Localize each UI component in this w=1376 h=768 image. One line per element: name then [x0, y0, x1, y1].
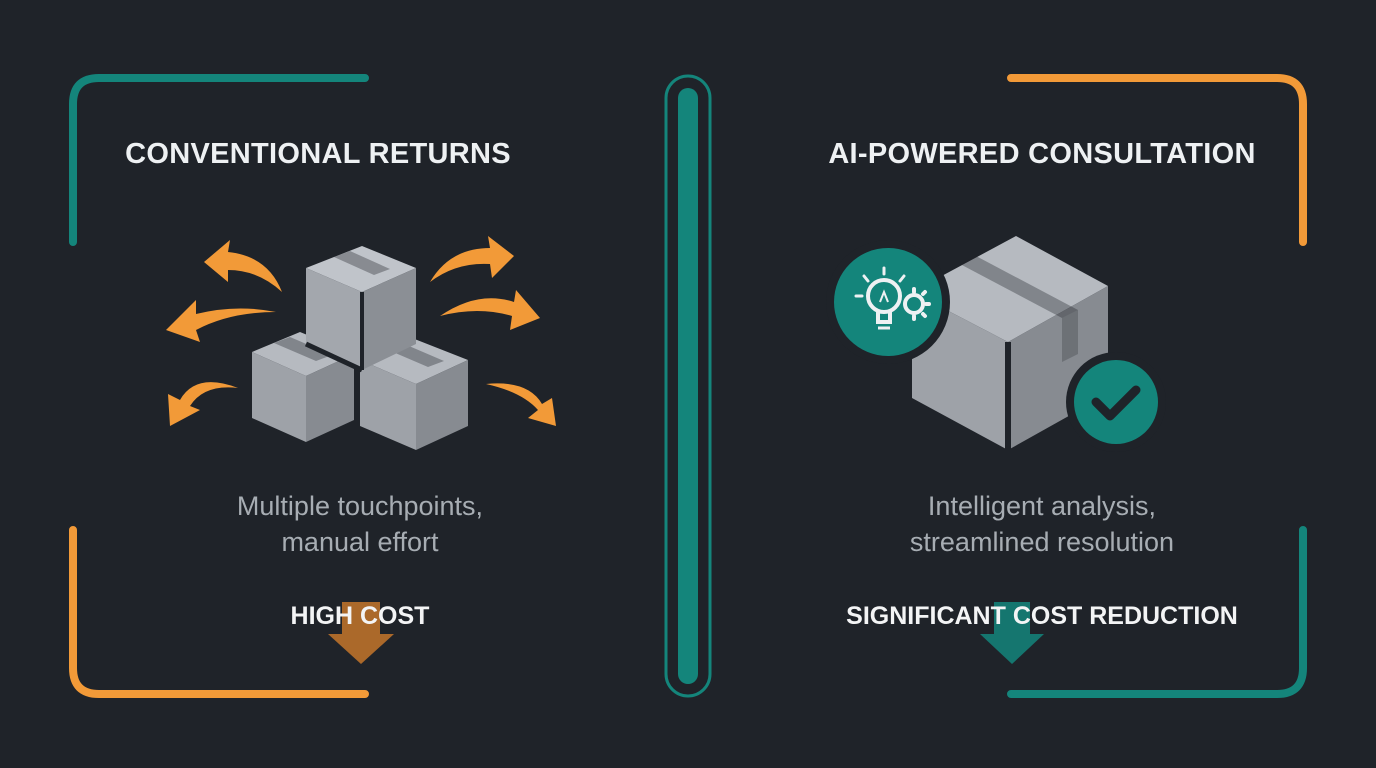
right-description-line-1: Intelligent analysis,: [927, 491, 1157, 521]
lightbulb-gear-icon: [826, 240, 950, 364]
left-top-bracket: [69, 74, 369, 246]
left-bottom-bracket: [69, 526, 369, 698]
down-arrow-icon: [328, 602, 394, 664]
right-cost-label: SIGNIFICANT COST REDUCTION: [846, 602, 1238, 630]
ai-consultation-panel: AI-POWERED CONSULTATION Intelligent anal…: [688, 0, 1376, 768]
left-panel-title: CONVENTIONAL RETURNS: [125, 138, 511, 170]
left-panel-description: Multiple touchpoints, manual effort: [16, 488, 704, 560]
left-cost-label: HIGH COST: [290, 602, 430, 630]
checkmark-icon: [1066, 352, 1166, 452]
scatter-arrows-icon: [166, 236, 556, 426]
right-description-line-2: streamlined resolution: [909, 527, 1175, 557]
right-panel-title: AI-POWERED CONSULTATION: [828, 138, 1256, 170]
right-bottom-bracket: [1007, 526, 1307, 698]
right-top-bracket: [1007, 74, 1307, 246]
down-arrow-icon-right: [980, 602, 1044, 664]
left-description-line-1: Multiple touchpoints,: [236, 491, 484, 521]
conventional-returns-panel: CONVENTIONAL RETURNS Multiple touchpoint…: [125, 138, 511, 630]
boxes-icon: [252, 246, 468, 450]
right-panel-description: Intelligent analysis, streamlined resolu…: [698, 488, 1376, 560]
left-description-line-2: manual effort: [281, 527, 439, 557]
